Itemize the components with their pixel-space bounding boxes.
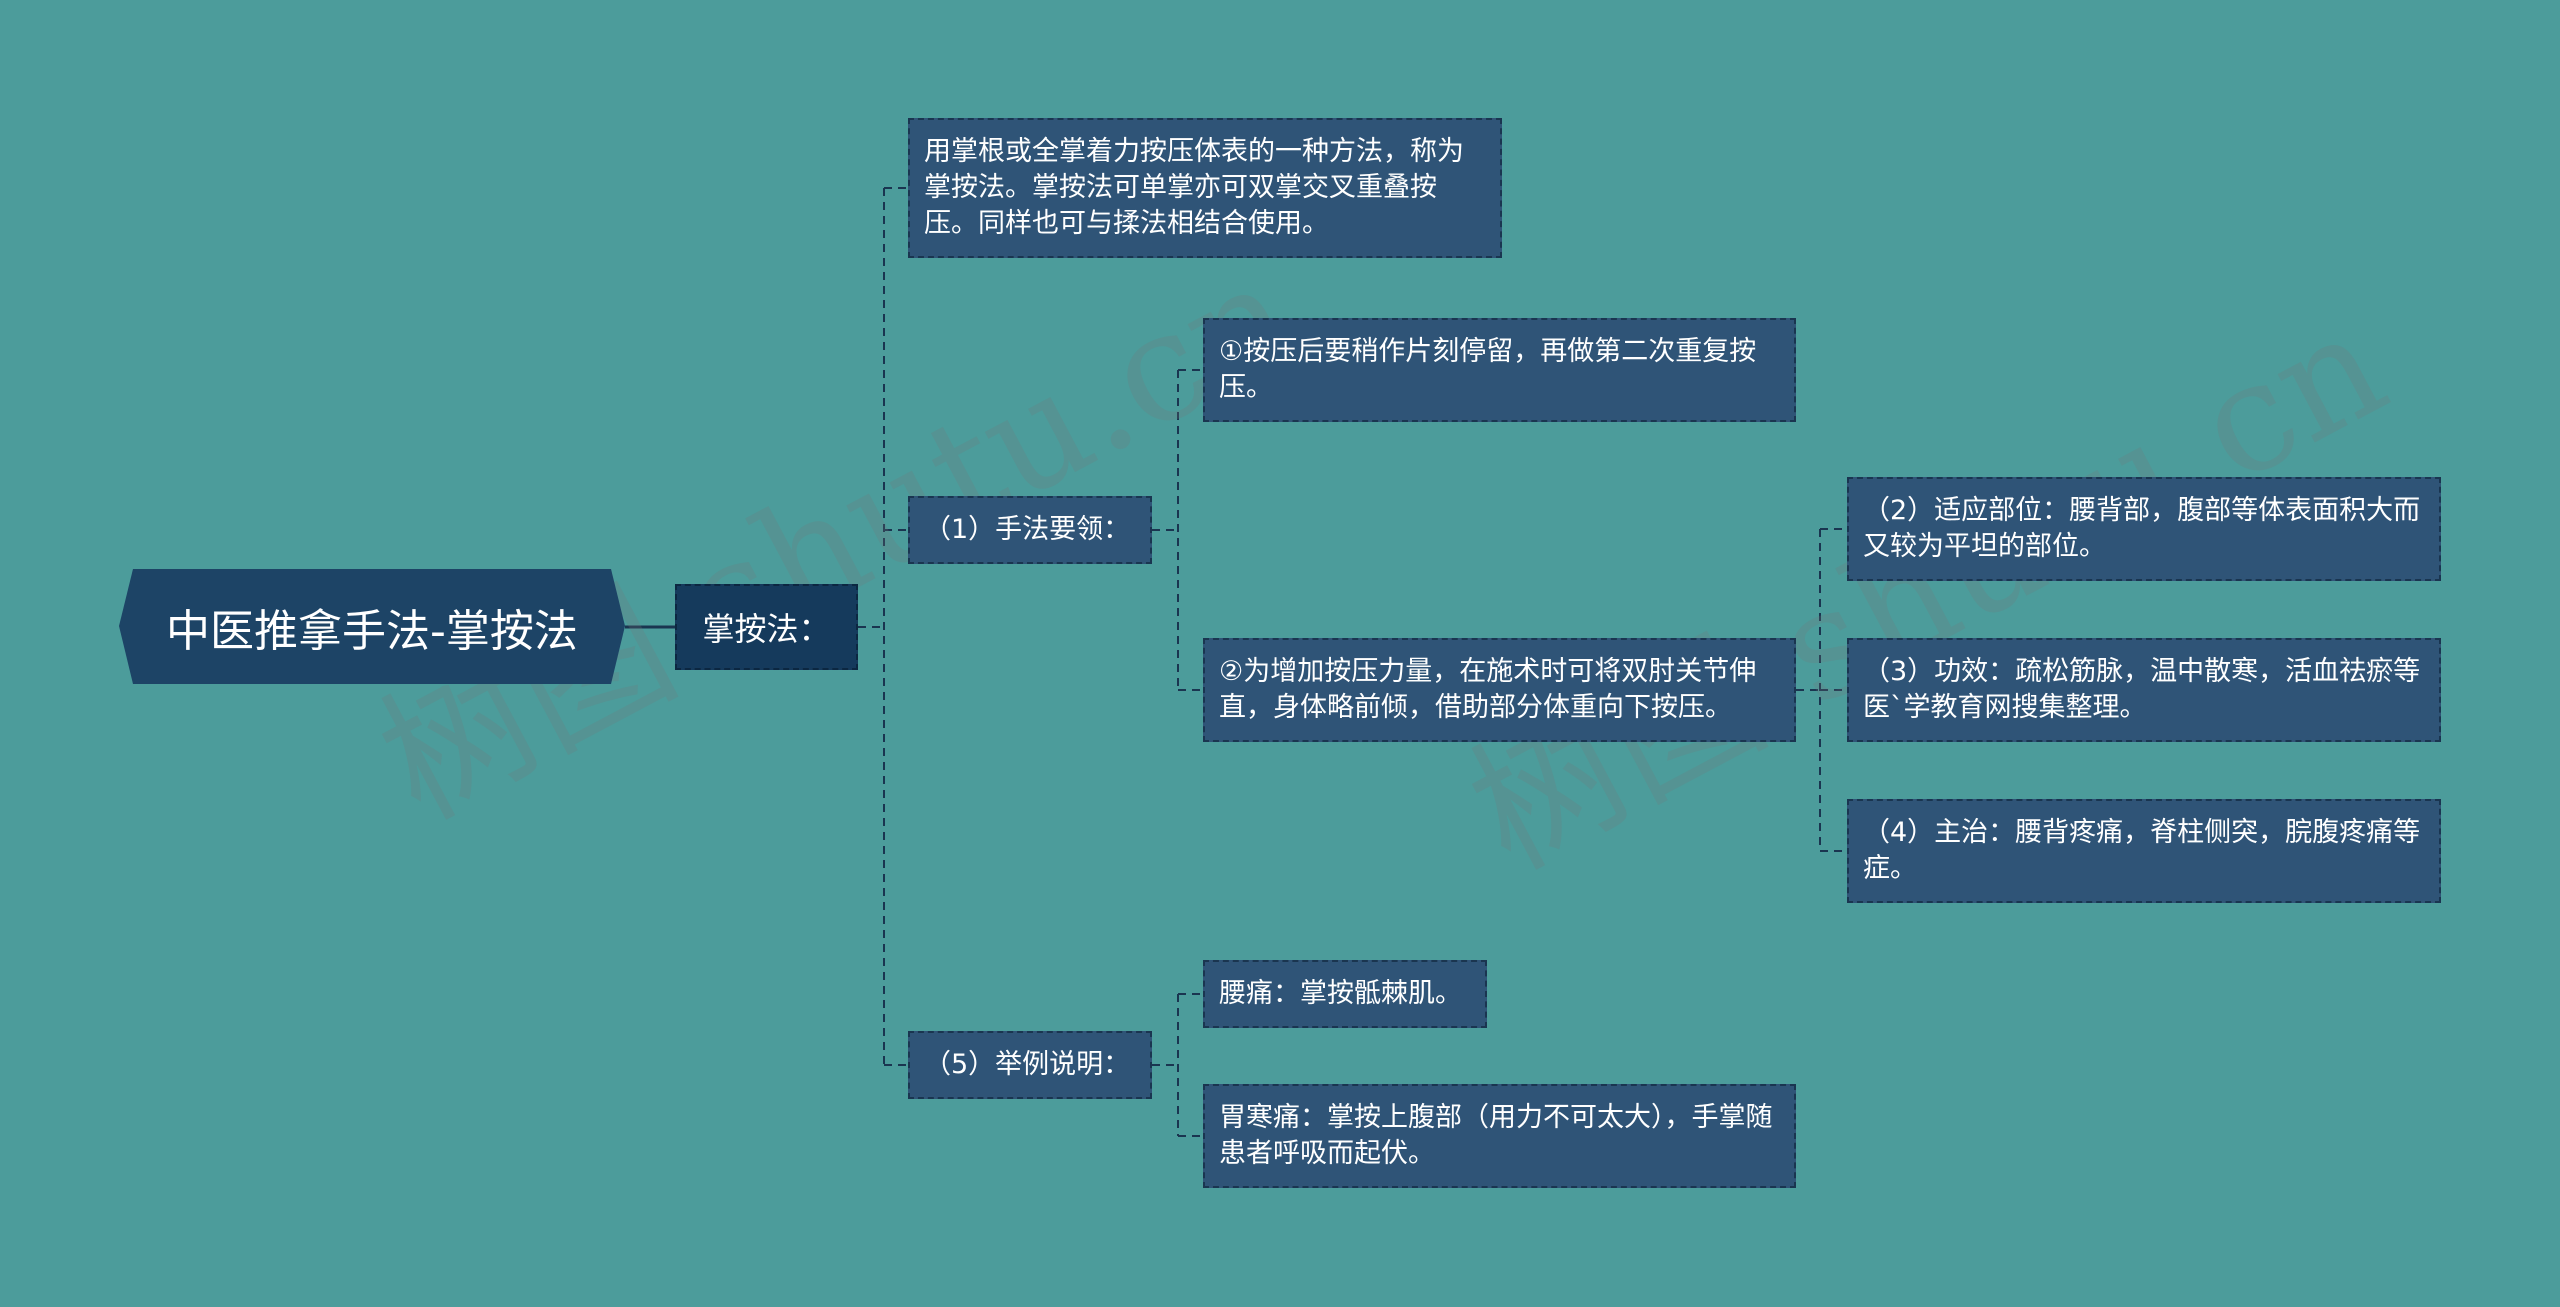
detail-node-suitable-area[interactable]: （2）适应部位：腰背部，腹部等体表面积大而又较为平坦的部位。 bbox=[1847, 477, 2441, 581]
root-label: 中医推拿手法-掌按法 bbox=[166, 605, 578, 657]
level1-node[interactable]: 掌按法： bbox=[675, 584, 858, 670]
root-hexagon-shape bbox=[119, 569, 625, 684]
definition-node[interactable]: 用掌根或全掌着力按压体表的一种方法，称为掌按法。掌按法可单掌亦可双掌交叉重叠按压… bbox=[908, 118, 1502, 258]
technique-point1-node[interactable]: ①按压后要稍作片刻停留，再做第二次重复按压。 bbox=[1203, 318, 1796, 422]
examples-node[interactable]: （5）举例说明： bbox=[908, 1031, 1152, 1099]
root-node[interactable]: 中医推拿手法-掌按法 bbox=[119, 569, 625, 684]
example-node-back-pain[interactable]: 腰痛：掌按骶棘肌。 bbox=[1203, 960, 1487, 1028]
detail-node-effect[interactable]: （3）功效：疏松筋脉，温中散寒，活血祛瘀等医`学教育网搜集整理。 bbox=[1847, 638, 2441, 742]
technique-node[interactable]: （1）手法要领： bbox=[908, 496, 1152, 564]
example-node-stomach-cold-pain[interactable]: 胃寒痛：掌按上腹部（用力不可太大），手掌随患者呼吸而起伏。 bbox=[1203, 1084, 1796, 1188]
technique-point2-node[interactable]: ②为增加按压力量，在施术时可将双肘关节伸直，身体略前倾，借助部分体重向下按压。 bbox=[1203, 638, 1796, 742]
detail-node-indication[interactable]: （4）主治：腰背疼痛，脊柱侧突，脘腹疼痛等症。 bbox=[1847, 799, 2441, 903]
